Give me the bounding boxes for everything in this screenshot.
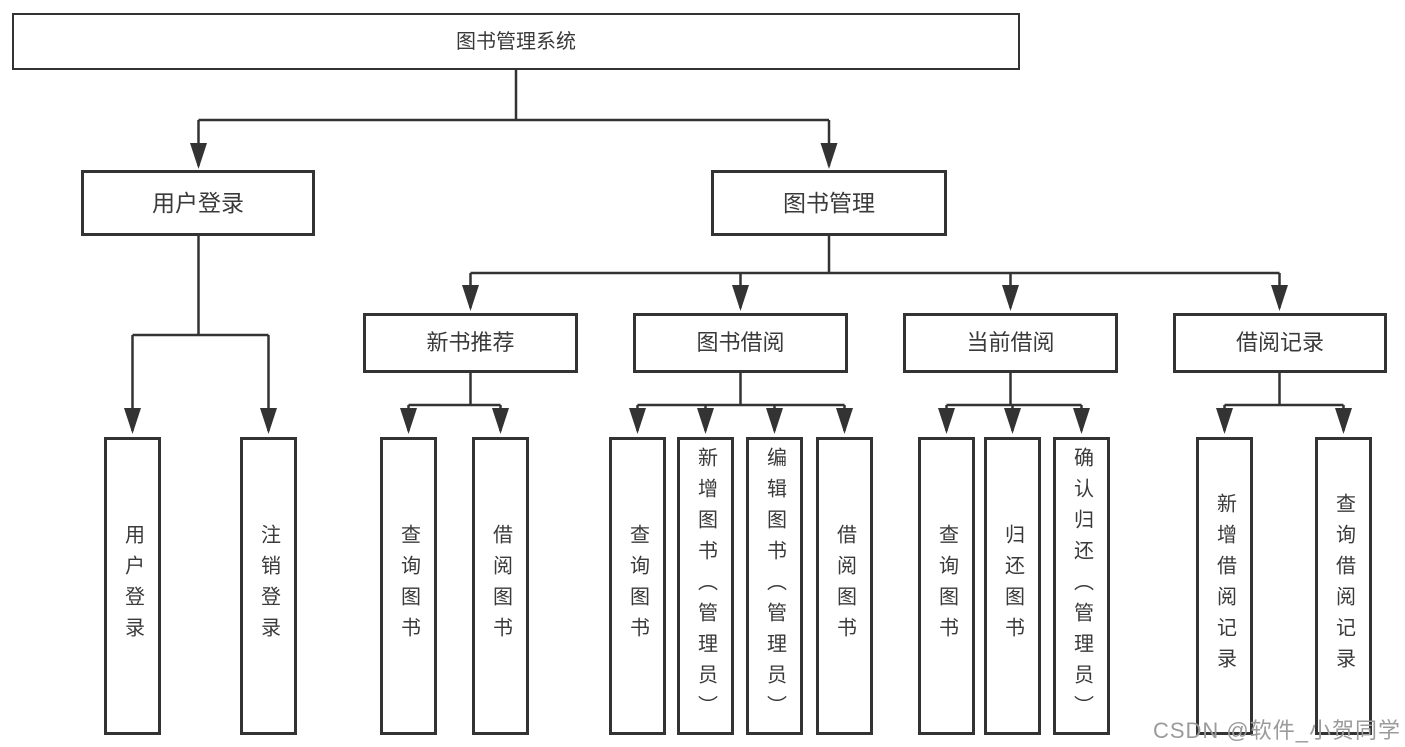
watermark: CSDN @软件_小贺同学 [1152,718,1401,743]
node-borrowing-records: 借阅记录 [1173,313,1387,373]
node-leaf-return-books: 归还图书 [984,437,1041,735]
node-library-management-system: 图书管理系统 [12,13,1020,70]
node-leaf-add-books-admin: 新增图书（管理员） [677,437,734,735]
node-leaf-query-borrow-record: 查询借阅记录 [1315,437,1372,735]
node-user-login: 用户登录 [81,170,315,236]
node-leaf-logout: 注销登录 [240,437,297,735]
node-leaf-query-books-3: 查询图书 [918,437,975,735]
node-leaf-edit-books-admin: 编辑图书（管理员） [746,437,803,735]
node-leaf-borrow-books-1: 借阅图书 [472,437,529,735]
node-new-book-recommend: 新书推荐 [363,313,578,373]
node-current-borrowing: 当前借阅 [903,313,1118,373]
node-book-management: 图书管理 [711,170,947,236]
node-leaf-confirm-return-admin: 确认归还（管理员） [1053,437,1110,735]
node-leaf-add-borrow-record: 新增借阅记录 [1196,437,1253,735]
node-leaf-query-books-2: 查询图书 [609,437,666,735]
node-book-borrowing: 图书借阅 [633,313,848,373]
node-leaf-user-login: 用户登录 [104,437,161,735]
node-leaf-query-books-1: 查询图书 [380,437,437,735]
node-leaf-borrow-books-2: 借阅图书 [816,437,873,735]
